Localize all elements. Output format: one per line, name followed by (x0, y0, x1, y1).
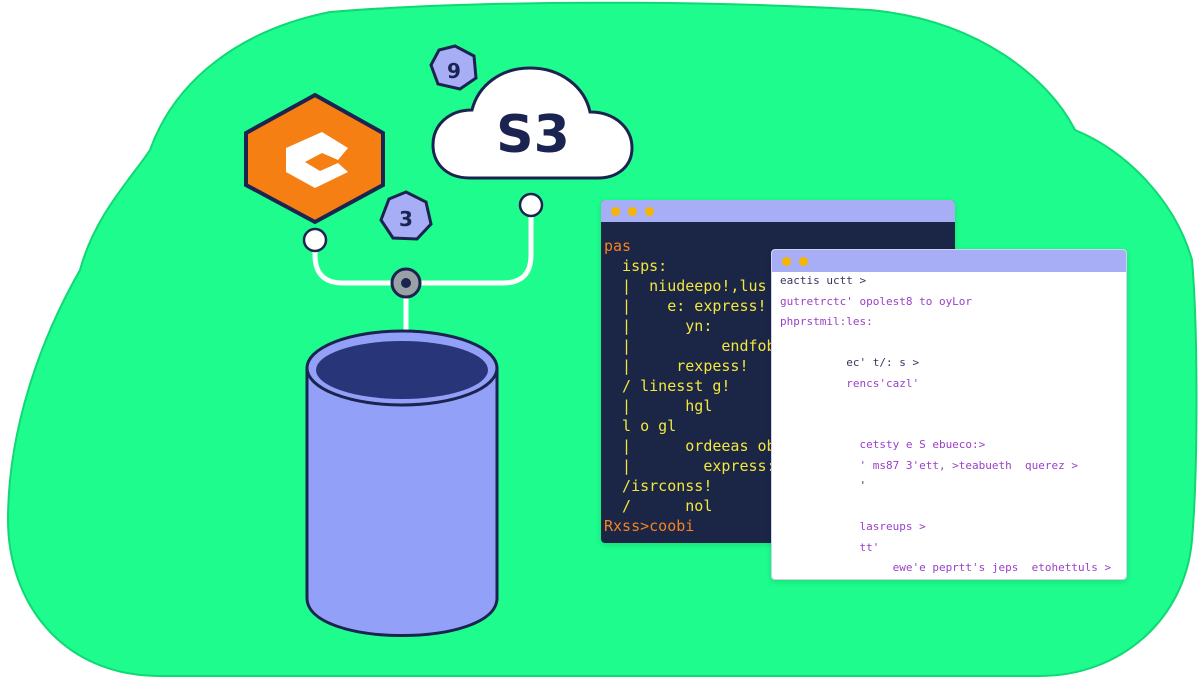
bracket-logo-icon (286, 132, 348, 188)
s3-cloud-shape (431, 66, 634, 180)
code-line: | e: express! (604, 297, 767, 315)
hexagon-shape (244, 92, 385, 225)
window-dot-icon (628, 206, 637, 216)
code-window-light-titlebar (772, 250, 1126, 272)
badge-3: 3 (379, 190, 433, 241)
window-dot-icon (799, 256, 808, 266)
code-line: ec' t/: s > (780, 356, 920, 369)
code-window-light: eactis uctt > gutretrctc' opolest8 to oyL… (771, 249, 1127, 580)
code-line: | express: (604, 457, 776, 475)
connector-node-left (302, 227, 328, 253)
code-line: isps: (604, 257, 668, 275)
badge-3-shape (379, 190, 433, 241)
code-line: | hgl (604, 397, 713, 415)
badge-9-label: 9 (447, 59, 461, 83)
window-dot-icon (645, 206, 654, 216)
storage-bucket (305, 329, 499, 637)
badge-9-shape (429, 44, 478, 91)
window-dot-icon (782, 256, 791, 266)
badge-3-label: 3 (399, 207, 413, 231)
code-line: l o gl (604, 417, 677, 435)
code-line: Rxss>coobi (604, 517, 695, 535)
code-line: ewe'e peprtt's jeps etohettuls > (780, 561, 1112, 574)
code-line: gutretrctc' opolest8 to oyLor (780, 294, 973, 308)
code-line: / nol (604, 497, 713, 515)
bucket-opening (316, 341, 488, 399)
code-line: ' ms87 3'ett, >teabueth querez > (780, 458, 1079, 472)
code-line: / linesst g! (604, 377, 731, 395)
code-line: pas (604, 237, 632, 255)
code-line: rencs'cazl' (780, 376, 920, 390)
code-line: cetsty e S ebueco:> (780, 438, 986, 451)
connector-path (312, 205, 534, 286)
code-line: lasreups > (780, 520, 926, 533)
code-line: eactis uctt > (780, 274, 867, 287)
code-line: ' (780, 479, 867, 492)
connector-hub-center (401, 278, 411, 288)
code-line: tt' (780, 540, 880, 554)
code-window-dark-titlebar (601, 200, 955, 222)
window-dot-icon (611, 206, 620, 216)
badge-9: 9 (429, 44, 478, 91)
s3-label: S3 (496, 105, 570, 165)
code-line: | ordeeas obcc (604, 437, 794, 455)
code-line: | rexpess! (604, 357, 749, 375)
code-line: | yn: (604, 317, 713, 335)
code-line: /isrconss! (604, 477, 713, 495)
s3-cloud: S3 (431, 66, 634, 180)
code-line: phprstmil:les: (780, 315, 873, 328)
connector-node-right (518, 192, 544, 218)
code-line: | niudeepo!,lus (604, 277, 767, 295)
bucket-body (305, 366, 499, 637)
orange-hexagon-logo (244, 92, 385, 225)
